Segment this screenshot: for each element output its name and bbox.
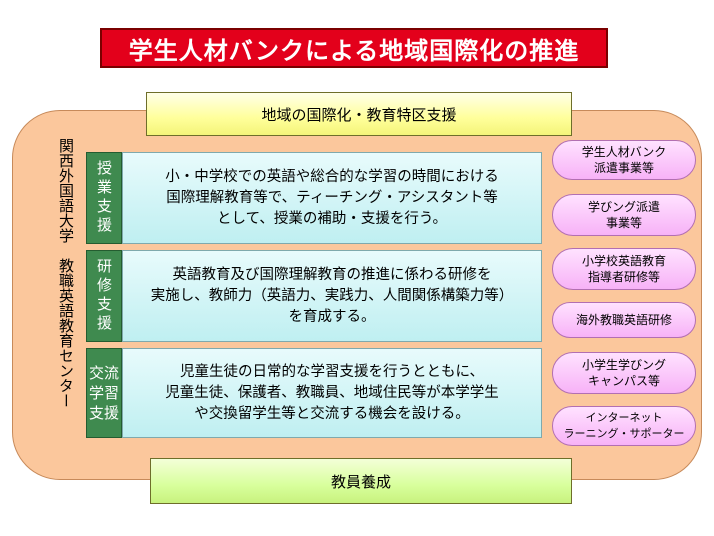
row-description-text: 小・中学校での英語や総合的な学習の時間における 国際理解教育等で、ティーチング・… xyxy=(165,168,499,227)
row-label-text: 交流 学習 支援 xyxy=(88,364,119,422)
row-description-exchange-support: 児童生徒の日常的な学習支援を行うとともに、 児童生徒、保護者、教職員、地域住民等… xyxy=(122,348,542,438)
program-pill-student-bank: 学生人材バンク 派遣事業等 xyxy=(552,140,696,180)
row-label-text: 授業支援 xyxy=(95,160,113,236)
program-pill-overseas-training: 海外教職英語研修 xyxy=(552,302,696,338)
row-description-teaching-support: 小・中学校での英語や総合的な学習の時間における 国際理解教育等で、ティーチング・… xyxy=(122,152,542,244)
program-pill-manabing-dispatch: 学びング派遣 事業等 xyxy=(552,194,696,236)
program-pill-internet-supporter: インターネット ラーニング・サポーター xyxy=(552,406,696,446)
page-title: 学生人材バンクによる地域国際化の推進 xyxy=(100,28,608,68)
row-description-training-support: 英語教育及び国際理解教育の推進に係わる研修を 実施し、教師力（英語力、実践力、人… xyxy=(122,250,542,342)
row-label-teaching-support: 授業支援 xyxy=(86,152,122,244)
row-label-text: 研修支援 xyxy=(95,258,113,334)
side-label: 関西外国語大学 教職英語教育センター xyxy=(57,138,75,408)
row-description-text: 児童生徒の日常的な学習支援を行うとともに、 児童生徒、保護者、教職員、地域住民等… xyxy=(165,363,499,422)
row-label-training-support: 研修支援 xyxy=(86,250,122,342)
program-pill-manabing-campus: 小学生学びング キャンパス等 xyxy=(552,352,696,394)
top-banner: 地域の国際化・教育特区支援 xyxy=(146,92,572,136)
row-label-exchange-support: 交流 学習 支援 xyxy=(86,348,122,438)
bottom-banner: 教員養成 xyxy=(150,458,572,504)
program-pill-elementary-training: 小学校英語教育 指導者研修等 xyxy=(552,248,696,290)
row-description-text: 英語教育及び国際理解教育の推進に係わる研修を 実施し、教師力（英語力、実践力、人… xyxy=(150,266,514,325)
